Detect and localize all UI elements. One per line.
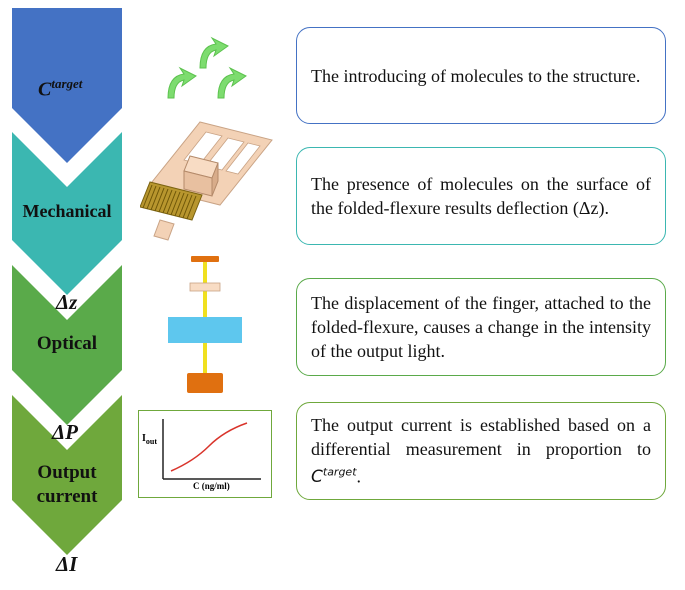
chart-ylabel: Iout — [142, 433, 158, 446]
delta-z-label: Δz — [56, 290, 78, 314]
stage-label-output-line1: Output — [37, 462, 97, 483]
c-target-label: Ctarget — [38, 76, 83, 101]
molecule-arrow-icon — [217, 66, 247, 99]
output-curve — [170, 422, 248, 472]
stage-label-optical: Optical — [36, 333, 98, 354]
finger-block — [189, 282, 221, 292]
description-box-optical: The displacement of the finger, attached… — [296, 278, 666, 376]
stage-chevrons — [12, 8, 122, 555]
description-box-target: The introducing of molecules to the stru… — [296, 27, 666, 124]
chevron-output — [12, 395, 122, 555]
description-text: The presence of molecules on the surface… — [311, 174, 651, 218]
top-disc — [191, 256, 219, 262]
delta-p-label: ΔP — [52, 420, 78, 444]
chevron-target — [12, 8, 122, 163]
chevron-mechanical — [12, 132, 122, 295]
chart-xlabel: C (ng/ml) — [193, 481, 230, 491]
stage-label-output-line2: current — [36, 486, 98, 507]
description-box-output: The output current is established based … — [296, 402, 666, 500]
chevron-optical — [12, 265, 122, 425]
optical-setup-illustration — [168, 256, 242, 393]
output-curve-chart: Iout C (ng/ml) — [138, 410, 272, 498]
light-filter — [168, 317, 242, 343]
delta-i-label: ΔI — [56, 552, 78, 576]
molecule-arrow-icon — [167, 66, 197, 99]
description-text: The displacement of the finger, attached… — [311, 293, 651, 361]
molecules-illustration — [167, 36, 247, 99]
photodetector — [187, 373, 223, 393]
description-box-mechanical: The presence of molecules on the surface… — [296, 147, 666, 245]
folded-flexure-illustration — [140, 121, 273, 241]
description-text: The introducing of molecules to the stru… — [311, 65, 641, 86]
description-text: The output current is established based … — [311, 414, 651, 488]
molecule-arrow-icon — [199, 36, 229, 69]
stage-label-mechanical: Mechanical — [22, 201, 112, 221]
